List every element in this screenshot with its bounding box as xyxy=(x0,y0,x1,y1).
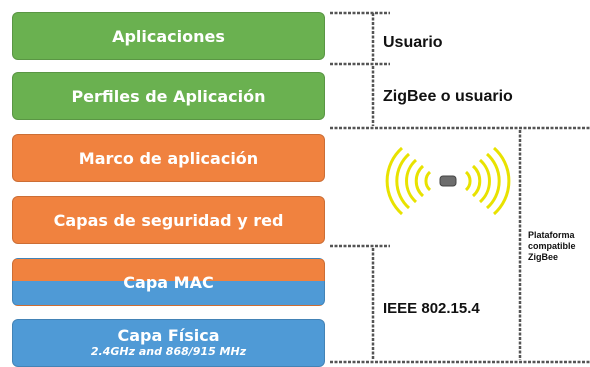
layer-label: Capa Física xyxy=(117,326,220,346)
label-zigbee-o-usuario: ZigBee o usuario xyxy=(383,88,513,105)
layer-label: Marco de aplicación xyxy=(78,148,259,168)
layer-mac: Capa MAC xyxy=(12,258,325,306)
layer-aplicaciones: Aplicaciones xyxy=(12,12,325,60)
wireless-signal-icon xyxy=(385,146,511,216)
layer-seguridad-red: Capas de seguridad y red xyxy=(12,196,325,244)
label-ieee: IEEE 802.15.4 xyxy=(383,300,480,317)
layer-fisica: Capa Física 2.4GHz and 868/915 MHz xyxy=(12,319,325,367)
layer-perfiles: Perfiles de Aplicación xyxy=(12,72,325,120)
layer-label: Perfiles de Aplicación xyxy=(71,86,266,106)
label-plataforma: Plataforma compatible ZigBee xyxy=(528,230,576,262)
label-usuario: Usuario xyxy=(383,34,443,51)
layer-label: Capa MAC xyxy=(123,272,214,292)
layer-label: Aplicaciones xyxy=(112,26,225,46)
layer-label: Capas de seguridad y red xyxy=(53,210,284,230)
layer-sublabel: 2.4GHz and 868/915 MHz xyxy=(90,344,247,358)
layer-marco: Marco de aplicación xyxy=(12,134,325,182)
